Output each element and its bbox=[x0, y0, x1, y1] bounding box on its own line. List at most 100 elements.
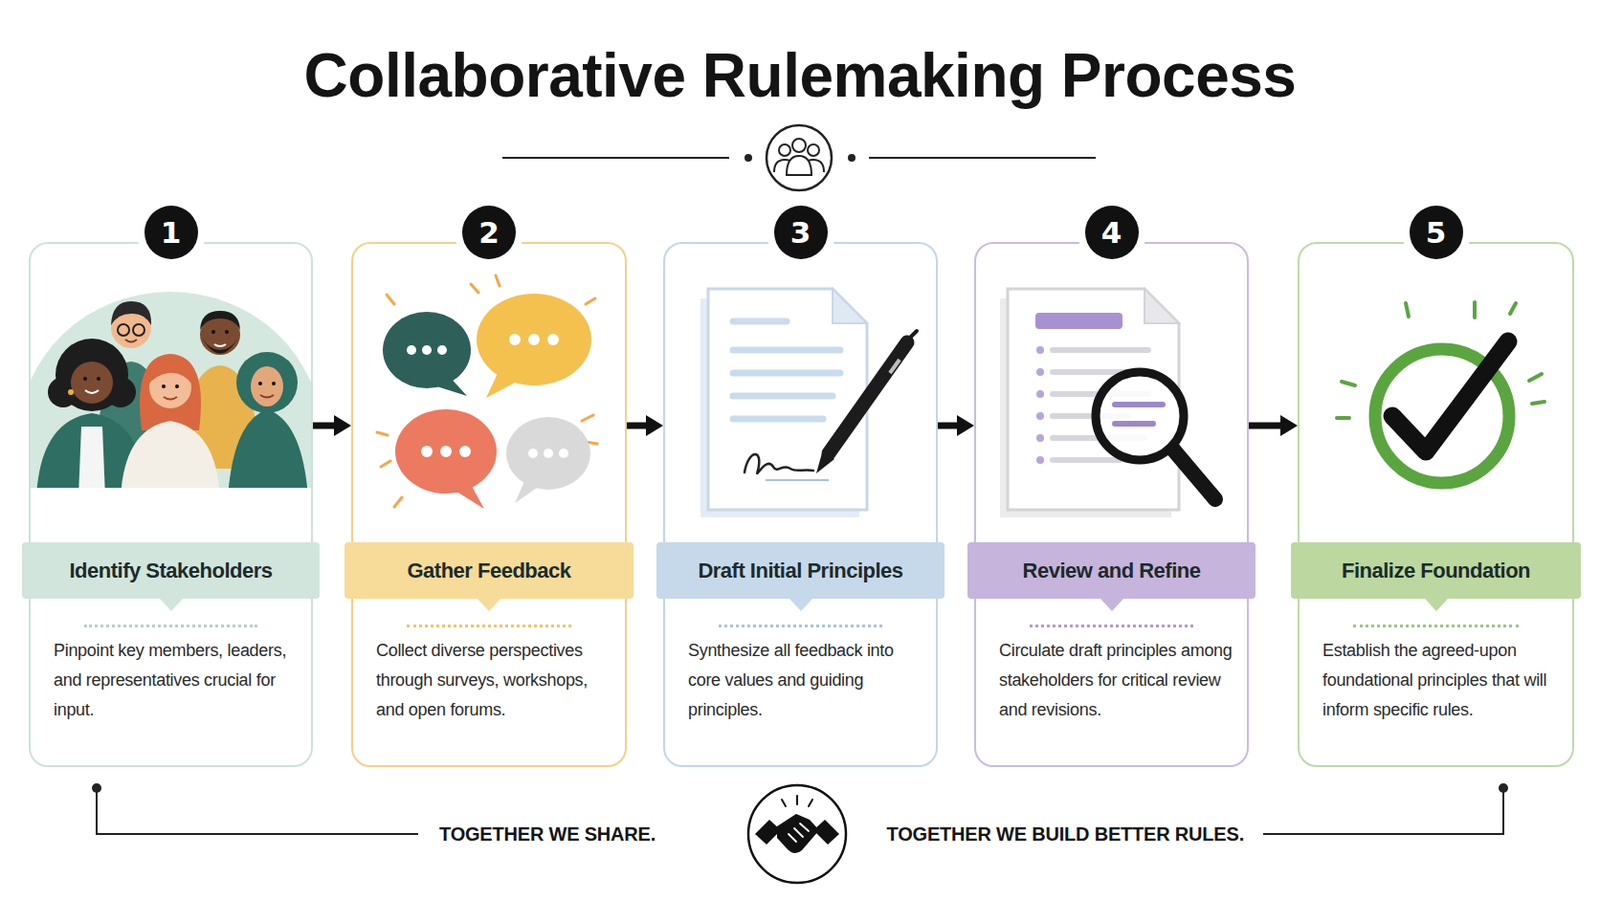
draft-document bbox=[744, 454, 814, 474]
draft-document bbox=[733, 370, 841, 378]
speech-bubbles bbox=[459, 445, 471, 458]
speech-bubbles bbox=[394, 497, 402, 508]
title-ornament bbox=[847, 154, 856, 162]
people-illustration bbox=[36, 413, 148, 489]
handshake-icon bbox=[748, 785, 846, 884]
step-description: Collect diverse perspectives through sur… bbox=[376, 636, 614, 726]
title-ornament bbox=[502, 125, 1096, 191]
handshake-icon bbox=[808, 800, 813, 807]
speech-bubbles bbox=[430, 375, 467, 397]
speech-bubbles bbox=[380, 461, 391, 467]
review-document bbox=[1000, 298, 1172, 518]
review-document bbox=[1052, 457, 1120, 464]
review-document bbox=[1007, 288, 1179, 511]
step-heading: Review and Refine bbox=[967, 542, 1256, 600]
pen-icon bbox=[911, 331, 917, 337]
draft-document bbox=[700, 298, 860, 518]
check-icon bbox=[1472, 302, 1477, 318]
people-illustration bbox=[30, 291, 312, 489]
bottom-bracket bbox=[1263, 788, 1504, 835]
speech-bubbles bbox=[437, 345, 447, 356]
step-number: 2 bbox=[462, 205, 516, 260]
pen-icon bbox=[816, 331, 917, 474]
people-illustration bbox=[211, 330, 216, 334]
people-illustration bbox=[175, 384, 179, 389]
step-description: Establish the agreed-upon foundational p… bbox=[1322, 636, 1561, 726]
speech-bubbles bbox=[514, 477, 540, 504]
people-illustration bbox=[271, 381, 276, 386]
people-illustration bbox=[117, 324, 130, 336]
step-heading: Gather Feedback bbox=[344, 542, 634, 600]
people-illustration bbox=[125, 339, 137, 343]
people-illustration bbox=[120, 421, 221, 489]
people-illustration bbox=[161, 384, 166, 389]
people-illustration bbox=[250, 366, 284, 407]
check-icon bbox=[1392, 341, 1509, 452]
draft-document bbox=[733, 318, 787, 326]
handshake-icon bbox=[788, 834, 797, 843]
dotted-divider bbox=[718, 624, 883, 628]
magnifier-icon bbox=[1173, 449, 1216, 500]
dotted-divider bbox=[84, 624, 258, 628]
title-ornament bbox=[792, 138, 806, 153]
check-icon bbox=[1529, 374, 1542, 381]
speech-bubbles bbox=[406, 345, 417, 356]
draft-document bbox=[700, 288, 867, 518]
draft-document bbox=[733, 393, 833, 400]
diagram-title: Collaborative Rulemaking Process bbox=[0, 44, 1600, 107]
people-illustration bbox=[200, 314, 241, 356]
people-illustration bbox=[260, 395, 274, 399]
draft-document bbox=[733, 347, 841, 355]
review-document bbox=[1036, 412, 1045, 421]
people-illustration bbox=[148, 361, 193, 385]
speech-bubbles bbox=[585, 442, 598, 445]
people-illustration bbox=[83, 377, 88, 381]
speech-bubbles bbox=[440, 445, 452, 458]
speech-bubbles bbox=[528, 333, 540, 346]
speech-bubbles bbox=[585, 298, 596, 305]
review-document bbox=[1052, 435, 1145, 442]
people-illustration bbox=[70, 361, 113, 404]
speech-bubbles bbox=[470, 284, 479, 293]
people-illustration bbox=[133, 324, 145, 336]
speech-bubbles bbox=[476, 293, 592, 386]
review-document bbox=[1036, 368, 1045, 377]
speech-bubbles bbox=[453, 481, 485, 510]
speech-bubbles bbox=[509, 333, 521, 346]
step-number: 1 bbox=[144, 205, 199, 260]
speech-bubbles bbox=[421, 445, 433, 458]
title-ornament bbox=[744, 154, 753, 162]
speech-bubbles bbox=[486, 369, 519, 399]
pen-icon bbox=[816, 449, 835, 474]
flow-arrow bbox=[1248, 422, 1281, 430]
people-illustration bbox=[214, 344, 226, 347]
check-icon bbox=[1405, 303, 1409, 317]
people-illustration bbox=[111, 308, 152, 349]
title-ornament bbox=[774, 159, 794, 173]
step-number: 4 bbox=[1085, 205, 1139, 260]
step-description: Synthesize all feedback into core values… bbox=[688, 636, 925, 726]
step-heading: Finalize Foundation bbox=[1290, 542, 1581, 600]
step-card: 3Draft Initial PrinciplesSynthesize all … bbox=[663, 242, 938, 768]
bottom-bracket bbox=[91, 783, 1509, 835]
speech-bubbles bbox=[382, 311, 471, 389]
people-illustration bbox=[95, 361, 169, 460]
review-document bbox=[1052, 347, 1149, 354]
dotted-divider bbox=[406, 624, 572, 628]
step-heading: Identify Stakeholders bbox=[22, 542, 320, 600]
review-document bbox=[1144, 288, 1179, 324]
bottom-bracket bbox=[1498, 783, 1509, 794]
check-icon bbox=[1336, 416, 1350, 421]
title-ornament bbox=[766, 125, 832, 191]
magnifier-icon bbox=[1114, 401, 1163, 408]
speech-bubbles bbox=[422, 345, 432, 356]
step-description: Circulate draft principles among stakeho… bbox=[999, 636, 1236, 726]
step-card: 4Review and RefineCirculate draft princi… bbox=[974, 242, 1249, 768]
people-illustration bbox=[67, 389, 74, 396]
step-card: 5Finalize FoundationEstablish the agreed… bbox=[1297, 242, 1575, 768]
magnifier-icon bbox=[1095, 372, 1184, 461]
check-icon bbox=[1375, 349, 1510, 484]
pen-icon bbox=[828, 342, 908, 454]
step-description: Pinpoint key members, leaders, and repre… bbox=[53, 636, 300, 726]
